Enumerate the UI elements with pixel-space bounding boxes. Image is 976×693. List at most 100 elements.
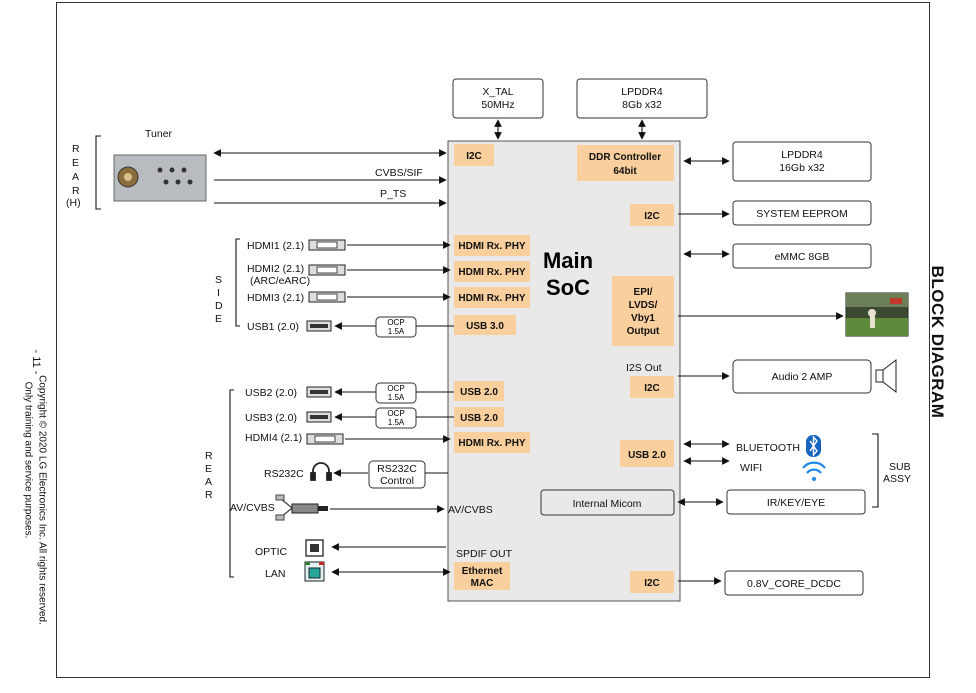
assy-label: ASSY — [883, 473, 911, 485]
page-title: BLOCK DIAGRAM — [928, 265, 947, 419]
usb2-wireless-label: USB 2.0 — [628, 450, 666, 461]
sub-assy-bracket — [872, 433, 879, 508]
hdmi1-connector-icon — [308, 239, 346, 251]
speaker-icon — [875, 358, 897, 394]
audio-amp-label: Audio 2 AMP — [772, 371, 833, 383]
usb2-b-label: USB 2.0 — [460, 413, 498, 424]
lpddr4-right-box — [732, 141, 872, 182]
usb3-block — [454, 315, 516, 335]
hdmi3-label: HDMI3 (2.1) — [247, 292, 304, 304]
i2c-audio-label: I2C — [644, 383, 660, 394]
hdmi3-connector-icon — [308, 291, 346, 303]
hdmi-rx-4-label: HDMI Rx. PHY — [458, 438, 526, 449]
epi-output-block — [612, 276, 674, 346]
lan-port-icon — [304, 561, 325, 582]
ddr-controller-width: 64bit — [613, 166, 637, 177]
xtal-label: X_TAL — [482, 86, 513, 98]
i2c-eeprom-label: I2C — [644, 211, 660, 222]
lan-label: LAN — [265, 568, 285, 580]
tuner-image — [113, 154, 207, 202]
headphone-icon — [310, 462, 332, 481]
rear-letter-r2: R — [205, 489, 213, 501]
usb2-a-label: USB 2.0 — [460, 387, 498, 398]
rear-h-letter-3: A — [72, 171, 79, 183]
lpddr4-right-label: LPDDR4 — [781, 149, 823, 161]
rear-letter-r: R — [205, 450, 213, 462]
usb2-connector-icon — [306, 386, 332, 398]
ocp-usb1-rating: 1.5A — [388, 327, 405, 336]
i2c-tuner-block — [454, 144, 494, 166]
i2c-tuner-label: I2C — [466, 151, 482, 162]
internal-micom-block — [540, 489, 675, 516]
optic-port-icon — [305, 539, 324, 557]
ir-key-eye-box — [726, 489, 866, 515]
ir-key-eye-label: IR/KEY/EYE — [767, 497, 825, 509]
ocp-usb3-box — [375, 407, 417, 429]
sub-label: SUB — [889, 461, 911, 473]
p-ts-label: P_TS — [380, 188, 406, 200]
soc-avcvbs-label: AV/CVBS — [448, 504, 493, 516]
hdmi-rx-2-block — [454, 261, 530, 282]
hdmi-rx-4-block — [454, 432, 530, 453]
ethernet-mac-block — [454, 562, 510, 590]
usb1-label: USB1 (2.0) — [247, 321, 299, 333]
dcdc-box — [724, 570, 864, 596]
rs232c-control-box — [368, 460, 426, 489]
block-diagram-title-wrapper: BLOCK DIAGRAM — [917, 247, 957, 437]
copyright-line-1: Copyright © 2020 LG Electronics Inc. All… — [36, 375, 48, 625]
epi-label-3: Vby1 — [631, 313, 655, 324]
hdmi-rx-2-label: HDMI Rx. PHY — [458, 267, 526, 278]
tuner-label: Tuner — [145, 128, 173, 140]
rear-h-letter-2: E — [72, 157, 79, 169]
bluetooth-icon — [806, 435, 821, 457]
hdmi4-connector-icon — [306, 433, 344, 445]
ddr-controller-block — [577, 145, 674, 181]
soc-title-2: SoC — [546, 275, 590, 300]
internal-micom-label: Internal Micom — [573, 498, 642, 510]
spdif-out-label: SPDIF OUT — [456, 548, 513, 560]
i2c-audio-block — [630, 376, 674, 398]
rear-h-letter-4: R — [72, 185, 80, 197]
audio-amp-box — [732, 359, 872, 394]
rear-h-letter-5: (H) — [66, 197, 81, 209]
hdmi2-connector-icon — [308, 264, 346, 276]
soc-title-1: Main — [543, 248, 593, 273]
ocp-usb3-rating: 1.5A — [388, 418, 405, 427]
ocp-usb2-rating: 1.5A — [388, 393, 405, 402]
ddr-controller-label: DDR Controller — [589, 152, 661, 163]
rs232c-label: RS232C — [264, 468, 304, 480]
rear-h-bracket — [95, 135, 101, 210]
ethernet-label: Ethernet — [462, 566, 503, 577]
xtal-freq: 50MHz — [481, 99, 514, 111]
i2c-dcdc-label: I2C — [644, 578, 660, 589]
rs232c-control-label-2: Control — [380, 475, 414, 487]
system-eeprom-box — [732, 200, 872, 226]
hdmi2-label: HDMI2 (2.1) — [247, 263, 304, 275]
wifi-icon — [802, 461, 826, 481]
system-eeprom-label: SYSTEM EEPROM — [756, 208, 848, 220]
epi-label-4: Output — [627, 326, 660, 337]
i2s-out-label: I2S Out — [626, 362, 662, 374]
rear-h-letter-1: R — [72, 143, 80, 155]
page-frame — [56, 2, 930, 678]
ocp-usb1-label: OCP — [387, 318, 404, 327]
cvbs-sif-label: CVBS/SIF — [375, 167, 423, 179]
rs232c-control-label-1: RS232C — [377, 463, 417, 475]
epi-label-1: EPI/ — [634, 287, 653, 298]
hdmi-rx-1-label: HDMI Rx. PHY — [458, 241, 526, 252]
hdmi1-label: HDMI1 (2.1) — [247, 240, 304, 252]
ocp-usb2-box — [375, 382, 417, 404]
ocp-usb3-label: OCP — [387, 409, 404, 418]
dcdc-label: 0.8V_CORE_DCDC — [747, 578, 841, 590]
usb3-connector-icon — [306, 411, 332, 423]
usb2-b-block — [454, 407, 504, 427]
hdmi-rx-3-label: HDMI Rx. PHY — [458, 293, 526, 304]
rear-letter-a: A — [205, 476, 212, 488]
page-number: - 11 - — [30, 349, 42, 375]
bluetooth-label: BLUETOOTH — [736, 442, 800, 454]
emmc-label: eMMC 8GB — [775, 251, 830, 263]
epi-label-2: LVDS/ — [629, 300, 658, 311]
av-cvbs-rear-label: AV/CVBS — [230, 502, 275, 514]
usb1-connector-icon — [306, 320, 332, 332]
